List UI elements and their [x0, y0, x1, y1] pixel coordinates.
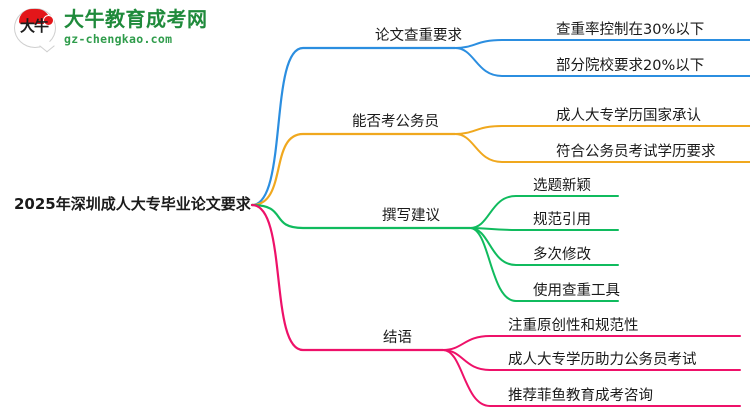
site-domain: gz-chengkao.com — [64, 31, 173, 46]
logo-badge-text: 大牛 — [19, 17, 49, 35]
mindmap-leaf-node[interactable]: 推荐菲鱼教育成考咨询 — [508, 388, 653, 404]
daniu-bull-logo-icon: 大牛 — [14, 6, 56, 48]
connector-line — [442, 335, 741, 351]
connector-line — [250, 203, 445, 352]
mindmap-leaf-node[interactable]: 成人大专学历助力公务员考试 — [508, 352, 697, 368]
logo-red-cap-shape — [19, 9, 50, 24]
mindmap-root-node[interactable]: 2025年深圳成人大专毕业论文要求 — [14, 195, 251, 213]
mindmap-leaf-node[interactable]: 注重原创性和规范性 — [508, 318, 639, 334]
mindmap-leaf-node[interactable]: 规范引用 — [533, 212, 591, 228]
mindmap-leaf-node[interactable]: 多次修改 — [533, 247, 591, 263]
connector-line — [454, 39, 750, 49]
connector-line — [250, 132, 457, 207]
mindmap-branch-node[interactable]: 能否考公务员 — [352, 114, 439, 130]
site-logo[interactable]: 大牛 大牛教育成考网 gz-chengkao.com — [14, 6, 208, 48]
connector-line — [469, 227, 619, 231]
logo-text-block: 大牛教育成考网 gz-chengkao.com — [64, 9, 208, 46]
mindmap-branch-node[interactable]: 撰写建议 — [382, 208, 440, 224]
mindmap-branch-node[interactable]: 论文查重要求 — [375, 28, 462, 44]
mindmap-leaf-node[interactable]: 成人大专学历国家承认 — [556, 108, 701, 124]
connector-line — [454, 125, 750, 135]
mindmap-leaf-node[interactable]: 选题新颖 — [533, 178, 591, 194]
logo-red-dot-shape — [43, 15, 54, 26]
mindmap-leaf-node[interactable]: 查重率控制在30%以下 — [556, 22, 705, 38]
mindmap-leaf-node[interactable]: 使用查重工具 — [533, 283, 620, 299]
mindmap-leaf-node[interactable]: 部分院校要求20%以下 — [556, 58, 705, 74]
mindmap-leaf-node[interactable]: 符合公务员考试学历要求 — [556, 144, 716, 160]
site-name: 大牛教育成考网 — [64, 6, 208, 31]
mindmap-branch-node[interactable]: 结语 — [383, 330, 412, 346]
